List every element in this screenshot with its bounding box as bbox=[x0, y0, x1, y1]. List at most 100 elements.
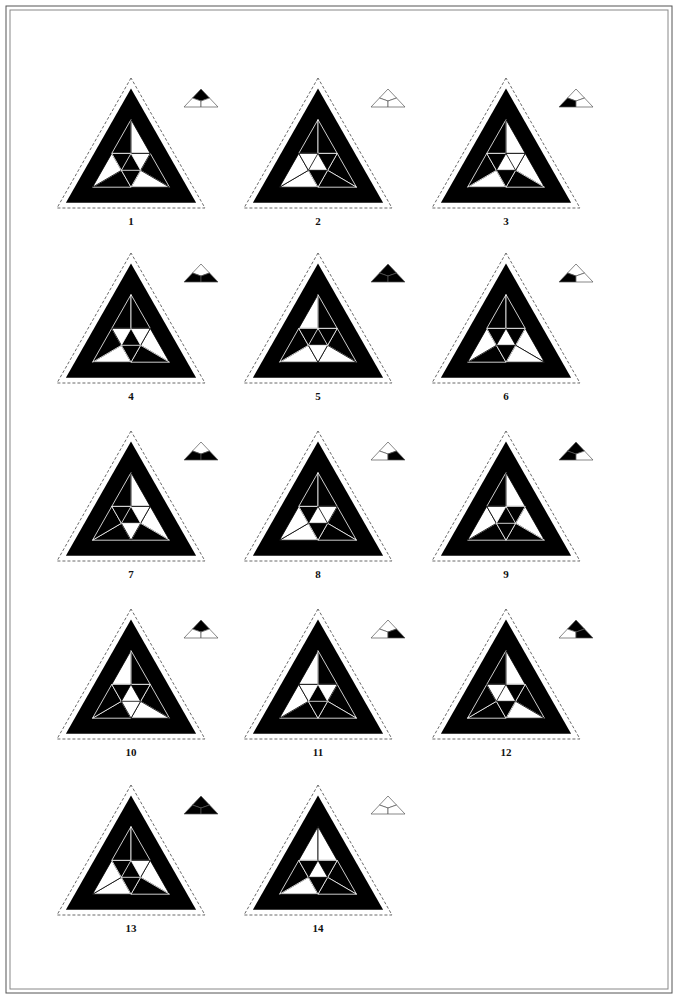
figure-region bbox=[487, 473, 506, 507]
figure-region bbox=[121, 153, 140, 170]
figure-number: 1 bbox=[128, 216, 134, 227]
icon-triangle bbox=[388, 273, 405, 282]
figure-region bbox=[112, 651, 131, 685]
figure-region bbox=[131, 473, 150, 507]
dashed-outline bbox=[432, 609, 580, 739]
figure-region bbox=[112, 120, 131, 154]
icon-triangle bbox=[576, 451, 593, 460]
icon-triangle bbox=[559, 273, 576, 282]
black-band bbox=[66, 263, 196, 377]
figure-region bbox=[506, 295, 525, 329]
dashed-outline bbox=[57, 78, 205, 208]
icon-triangle bbox=[184, 805, 201, 814]
black-band bbox=[253, 441, 383, 555]
triangle-figure bbox=[57, 785, 218, 915]
icon-triangle bbox=[559, 451, 576, 460]
icon-triangle bbox=[388, 98, 405, 107]
figure-number: 5 bbox=[315, 391, 321, 402]
dashed-outline bbox=[432, 431, 580, 561]
inner-frame bbox=[10, 10, 668, 989]
figure-region bbox=[308, 153, 327, 170]
triangle-figure bbox=[57, 253, 218, 383]
icon-triangle bbox=[201, 805, 218, 814]
icon-triangle bbox=[184, 629, 201, 638]
figure-region bbox=[496, 684, 515, 701]
figure-region bbox=[121, 506, 140, 523]
figure-region bbox=[496, 506, 515, 523]
icon-triangle bbox=[576, 629, 593, 638]
icon-triangle bbox=[371, 805, 388, 814]
figure-number: 10 bbox=[126, 747, 137, 758]
icon-triangle bbox=[371, 273, 388, 282]
figure-region bbox=[318, 295, 337, 329]
dashed-outline bbox=[244, 431, 392, 561]
icon-triangle bbox=[559, 98, 576, 107]
figure-region bbox=[112, 295, 131, 329]
figure-region bbox=[506, 473, 525, 507]
icon-triangle bbox=[184, 98, 201, 107]
triangle-figure bbox=[244, 785, 405, 915]
black-band bbox=[441, 619, 571, 733]
figure-region bbox=[121, 860, 140, 877]
figure-region bbox=[131, 295, 150, 329]
figure-region bbox=[487, 120, 506, 154]
figure-number: 9 bbox=[503, 569, 509, 580]
figure-region bbox=[318, 473, 337, 507]
icon-triangle bbox=[371, 98, 388, 107]
triangle-figure bbox=[57, 609, 218, 739]
figure-number: 2 bbox=[315, 216, 321, 227]
figure-region bbox=[308, 506, 327, 523]
black-band bbox=[253, 88, 383, 202]
icon-triangle bbox=[184, 273, 201, 282]
icon-triangle bbox=[576, 273, 593, 282]
figure-region bbox=[308, 328, 327, 345]
dashed-outline bbox=[57, 431, 205, 561]
triangle-figure bbox=[57, 78, 218, 208]
figure-region bbox=[506, 651, 525, 685]
black-band bbox=[66, 619, 196, 733]
figure-number: 13 bbox=[126, 923, 137, 934]
dashed-outline bbox=[57, 785, 205, 915]
dashed-outline bbox=[432, 253, 580, 383]
figure-region bbox=[299, 295, 318, 329]
figure-region bbox=[299, 120, 318, 154]
black-band bbox=[441, 441, 571, 555]
dashed-outline bbox=[244, 78, 392, 208]
figure-region bbox=[121, 684, 140, 701]
icon-triangle bbox=[559, 629, 576, 638]
triangle-figure bbox=[57, 431, 218, 561]
figure-number: 6 bbox=[503, 391, 509, 402]
figure-region bbox=[308, 684, 327, 701]
dashed-outline bbox=[432, 78, 580, 208]
dashed-outline bbox=[244, 609, 392, 739]
black-band bbox=[66, 441, 196, 555]
figure-region bbox=[131, 827, 150, 861]
figure-region bbox=[131, 651, 150, 685]
triangle-figure bbox=[432, 253, 593, 383]
dashed-outline bbox=[244, 785, 392, 915]
figure-region bbox=[496, 328, 515, 345]
figure-region bbox=[318, 651, 337, 685]
icon-triangle bbox=[388, 629, 405, 638]
icon-triangle bbox=[201, 629, 218, 638]
dashed-outline bbox=[244, 253, 392, 383]
dashed-outline bbox=[57, 253, 205, 383]
figure-region bbox=[487, 651, 506, 685]
figure-number: 3 bbox=[503, 216, 509, 227]
figure-region bbox=[299, 827, 318, 861]
icon-triangle bbox=[201, 273, 218, 282]
triangle-figure bbox=[432, 609, 593, 739]
black-band bbox=[253, 619, 383, 733]
figure-region bbox=[496, 153, 515, 170]
icon-triangle bbox=[576, 98, 593, 107]
figure-region bbox=[506, 120, 525, 154]
figure-region bbox=[487, 295, 506, 329]
black-band bbox=[253, 263, 383, 377]
triangle-figure bbox=[432, 78, 593, 208]
figure-number: 4 bbox=[128, 391, 134, 402]
icon-triangle bbox=[184, 451, 201, 460]
figure-number: 14 bbox=[313, 923, 324, 934]
dashed-outline bbox=[57, 609, 205, 739]
